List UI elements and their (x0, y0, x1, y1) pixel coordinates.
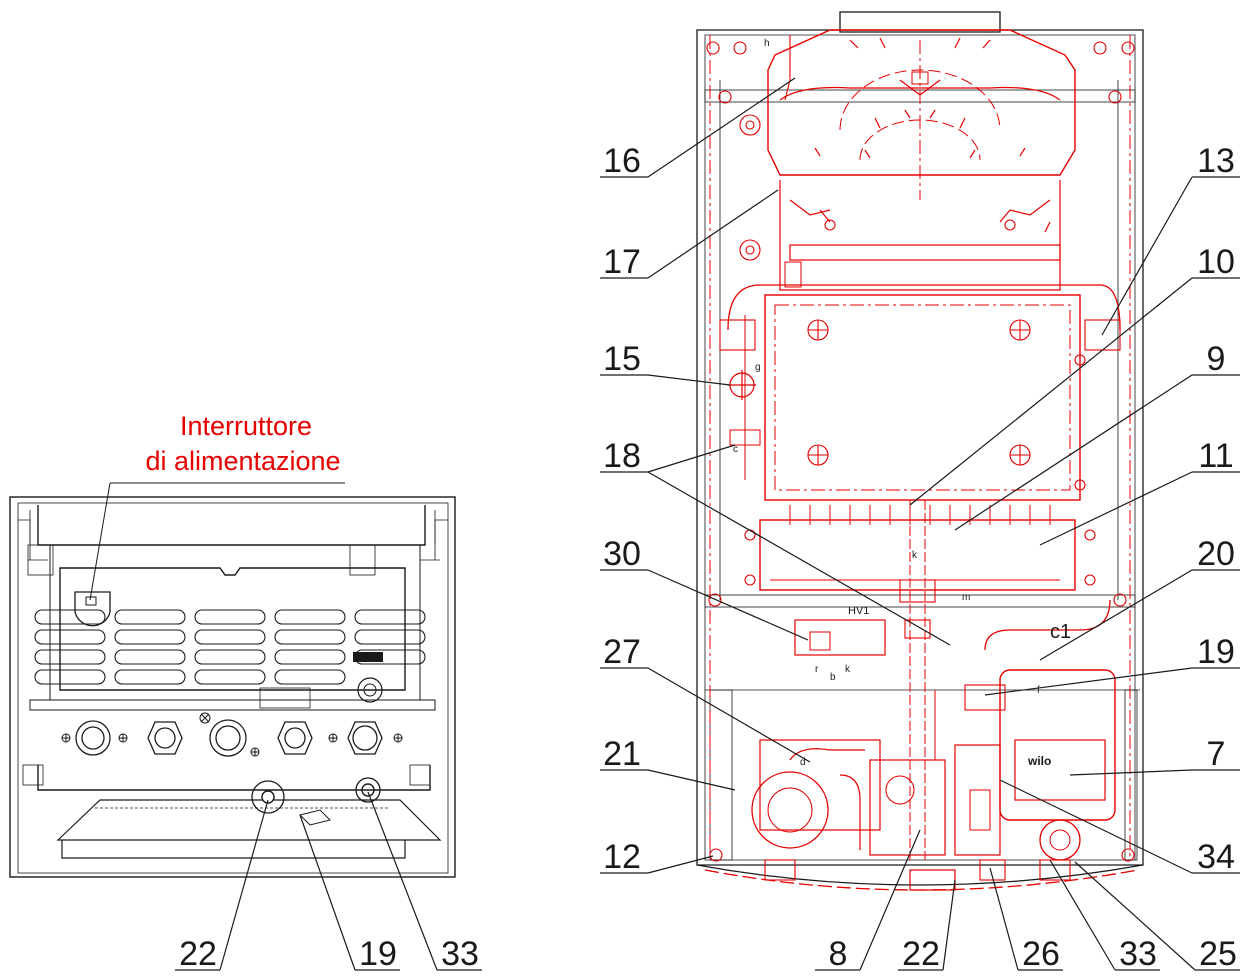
vent-slots (34, 609, 426, 685)
screw-heads-left (61, 712, 403, 757)
callout-20: 20 (1197, 535, 1235, 573)
label-c1: c1 (1050, 621, 1071, 643)
callout-30: 30 (603, 535, 641, 573)
left-callout-19: 19 (359, 935, 397, 973)
callout-33: 33 (1119, 935, 1157, 973)
right-callouts-left: 16 17 15 18 30 27 21 12 (603, 142, 641, 876)
callout-10: 10 (1197, 243, 1235, 281)
label-m: m (962, 592, 970, 603)
label-c: c (733, 444, 738, 455)
left-callout-33: 33 (441, 935, 479, 973)
callout-16: 16 (603, 142, 641, 180)
callout-22: 22 (902, 935, 940, 973)
power-switch-label: Interruttore di alimentazione (89, 411, 345, 601)
callout-9: 9 (1207, 340, 1226, 378)
callout-8: 8 (829, 935, 848, 973)
heat-exchanger (764, 294, 1081, 501)
right-callouts-bottom: 8 22 26 33 25 (829, 935, 1237, 973)
callout-19: 19 (1197, 633, 1235, 671)
callout-27: 27 (603, 633, 641, 671)
callout-26: 26 (1022, 935, 1060, 973)
callout-13: 13 (1197, 142, 1235, 180)
gas-valve (869, 759, 946, 856)
callout-11: 11 (1198, 437, 1233, 475)
label-g: g (755, 362, 761, 373)
left-view-callouts (175, 791, 482, 971)
screws-right-view (706, 41, 1135, 862)
burner (759, 519, 1076, 591)
hv1-ignition-box (794, 619, 886, 656)
connection-fittings (75, 719, 383, 757)
label-pump-brand: wilo (1027, 754, 1051, 768)
label-r: r (815, 664, 819, 675)
callout-17: 17 (603, 243, 641, 281)
label-k: k (912, 550, 918, 561)
callout-25: 25 (1199, 935, 1237, 973)
callout-7: 7 (1207, 735, 1226, 773)
label-k2: k (845, 664, 851, 675)
callout-21: 21 (603, 735, 641, 773)
left-casing-outline (9, 496, 456, 878)
callout-15: 15 (603, 340, 641, 378)
power-switch-cutout (74, 591, 111, 627)
label-f: f (1037, 685, 1040, 696)
label-b: b (830, 672, 836, 683)
flue-hood (767, 29, 1076, 176)
pump (999, 669, 1116, 821)
callout-34: 34 (1197, 838, 1235, 876)
label-d: d (800, 757, 806, 768)
small-labels: HV1 c1 wilo h g c k m f d r k b (733, 38, 1071, 768)
callout-18: 18 (603, 437, 641, 475)
right-callouts-right: 13 10 9 11 20 19 7 34 (1197, 142, 1235, 876)
power-switch-label-line1: Interruttore (180, 411, 312, 441)
left-callout-22: 22 (179, 935, 217, 973)
label-h: h (764, 38, 770, 49)
power-switch-label-line2: di alimentazione (145, 446, 340, 476)
left-bottom-view (9, 496, 456, 878)
label-hv1: HV1 (848, 605, 869, 617)
callout-12: 12 (603, 838, 641, 876)
right-internal-components (704, 29, 1139, 891)
right-callout-leaders (600, 77, 1240, 971)
